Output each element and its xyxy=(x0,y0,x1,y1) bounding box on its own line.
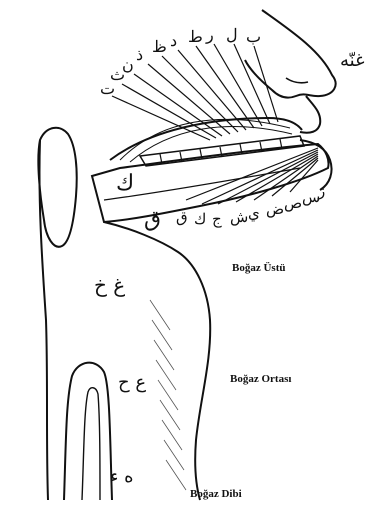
soft-palate xyxy=(38,128,76,247)
lip-letter-10: ب xyxy=(246,27,261,46)
tongue-letter-5: ي xyxy=(248,204,260,222)
throat-hatching xyxy=(150,300,186,490)
lip-letter-6: د xyxy=(170,31,177,50)
lower-throat-letters: ه ء xyxy=(110,466,134,487)
upper-throat-letters: غ خ xyxy=(94,273,125,297)
uvular-letter: ق xyxy=(144,207,161,232)
middle-throat-label: Boğaz Ortası xyxy=(230,373,291,385)
upper-throat-label: Boğaz Üstü xyxy=(232,262,285,274)
tongue-letter-3: ج xyxy=(212,210,222,228)
lower-throat-label: Boğaz Dibi xyxy=(190,488,242,500)
lip-letter-5: ظ xyxy=(152,37,167,56)
nasal-letters: غنّه xyxy=(340,50,365,71)
lip-letter-9: ل xyxy=(226,25,238,44)
tongue-letter-2: ك xyxy=(194,210,206,228)
tongue-letter-6: ض xyxy=(266,200,284,218)
velar-letter: ك xyxy=(116,171,134,196)
larynx-inner xyxy=(82,388,100,500)
tongue-letter-1: ق xyxy=(176,208,188,226)
middle-throat-letters: ع ح xyxy=(118,372,146,393)
lip-letter-4: ذ xyxy=(136,45,143,64)
nostril xyxy=(286,78,308,83)
lip-letter-3: ن xyxy=(122,55,134,74)
tongue-letter-9: ز xyxy=(317,182,325,200)
larynx-tube xyxy=(64,363,112,500)
nose-profile xyxy=(245,10,336,98)
tongue-letter-4: ش xyxy=(230,208,248,226)
lip-letter-8: ر xyxy=(205,25,214,44)
upper-lip xyxy=(300,96,320,133)
tongue-letter-7: ص xyxy=(284,194,302,212)
lip-letter-7: ط xyxy=(188,27,203,46)
